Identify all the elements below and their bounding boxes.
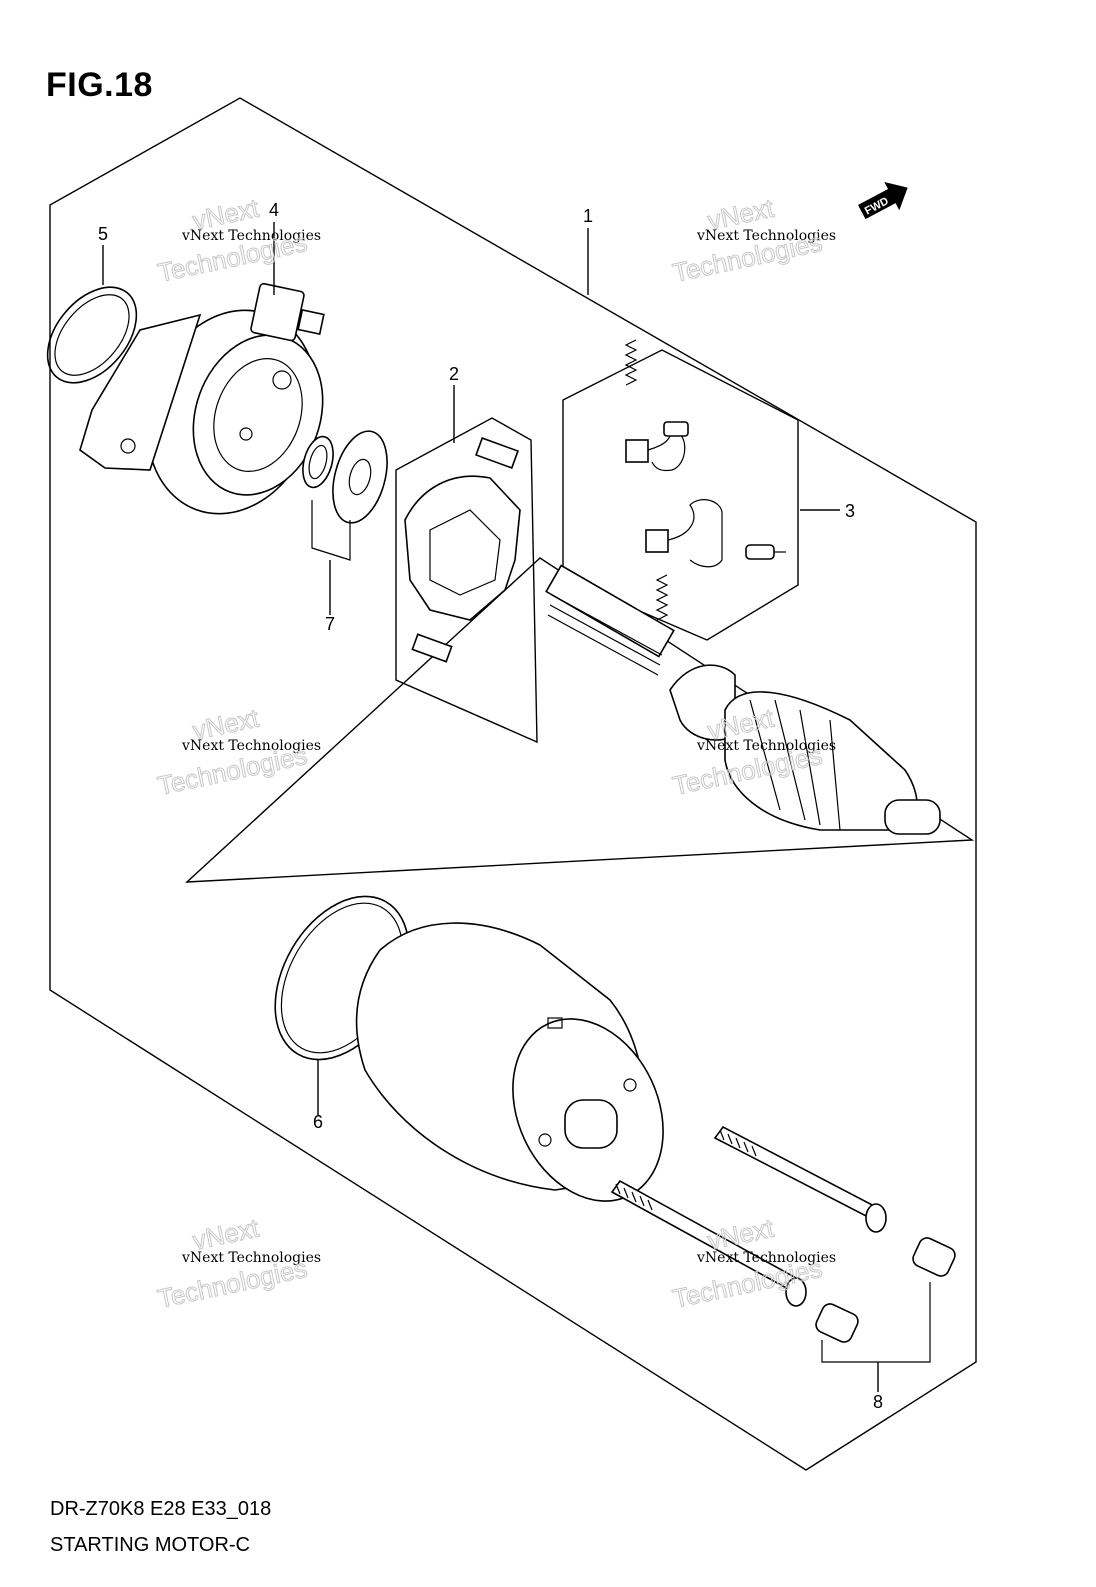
svg-text:vNext Technologies: vNext Technologies xyxy=(696,228,836,244)
brush-holder xyxy=(404,437,521,663)
callout-6: 6 xyxy=(313,1112,323,1132)
armature xyxy=(545,564,941,835)
section-name: STARTING MOTOR-C xyxy=(50,1534,250,1556)
svg-text:vNext Technologies: vNext Technologies xyxy=(696,738,836,754)
leader-lines xyxy=(102,222,879,1392)
callout-2: 2 xyxy=(449,364,459,384)
callout-8: 8 xyxy=(873,1392,883,1412)
callout-1: 1 xyxy=(583,206,593,226)
svg-text:vNext Technologies: vNext Technologies xyxy=(181,228,321,244)
model-code: DR-Z70K8 E28 E33_018 xyxy=(50,1498,272,1520)
washer-set-7 xyxy=(302,430,388,561)
svg-text:FWD: FWD xyxy=(863,195,891,217)
brush-holder-box xyxy=(395,417,538,744)
through-bolts-8 xyxy=(610,1125,956,1363)
motor-yoke xyxy=(355,922,664,1202)
end-housing xyxy=(79,282,325,515)
figure-title: FIG.18 xyxy=(46,66,153,104)
svg-text:vNext Technologies: vNext Technologies xyxy=(696,1250,836,1266)
svg-text:vNext Technologies: vNext Technologies xyxy=(181,738,321,754)
callout-3: 3 xyxy=(845,501,855,521)
callout-4: 4 xyxy=(269,200,279,220)
assembly-outline xyxy=(49,97,977,1471)
o-ring-5 xyxy=(46,286,138,384)
svg-text:vNext Technologies: vNext Technologies xyxy=(181,1250,321,1266)
brush-kit xyxy=(624,339,786,621)
fwd-arrow-icon: FWD xyxy=(858,181,908,220)
callout-5: 5 xyxy=(98,224,108,244)
callout-7: 7 xyxy=(325,614,335,634)
